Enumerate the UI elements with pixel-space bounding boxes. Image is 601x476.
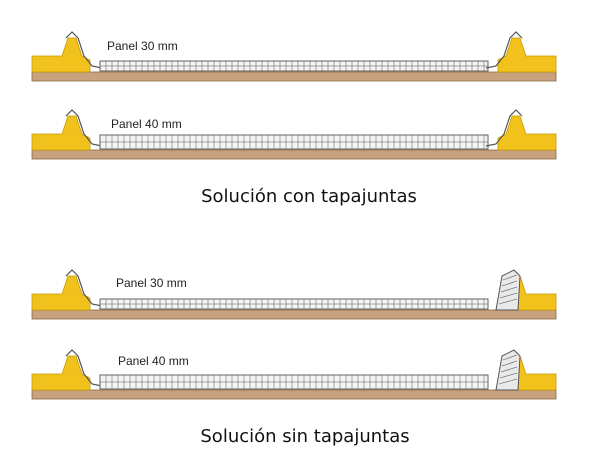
insulation-left xyxy=(31,115,91,151)
caption-sin-tapajuntas: Solución sin tapajuntas xyxy=(200,426,409,447)
ridge-flashing-left xyxy=(65,109,103,147)
filler-hatch xyxy=(501,360,518,367)
filler-hatch xyxy=(498,298,518,305)
ridge-flashing-left xyxy=(65,31,103,69)
panel-label-s1-p2: Panel 40 mm xyxy=(111,117,182,131)
detail-rows xyxy=(31,31,557,400)
substrate-strip xyxy=(31,309,557,320)
filler-hatch xyxy=(499,372,518,379)
substrate-strip xyxy=(31,149,557,160)
insulation-right xyxy=(497,37,557,73)
caption-con-tapajuntas: Solución con tapajuntas xyxy=(201,186,417,207)
insulation-left xyxy=(31,37,91,73)
insulation-left xyxy=(31,275,91,311)
filler-hatch xyxy=(499,292,518,299)
filler-hatch xyxy=(502,274,518,281)
filler-hatch xyxy=(500,286,518,293)
detail-row-4 xyxy=(31,349,557,400)
ridge-flashing-right xyxy=(485,109,523,147)
filler-hatch xyxy=(502,354,518,361)
ridge-flashing-left xyxy=(65,269,103,307)
panel-label-s2-p1: Panel 30 mm xyxy=(116,276,187,290)
ridge-flashing-right xyxy=(485,31,523,69)
detail-row-3 xyxy=(31,269,557,320)
insulation-left xyxy=(31,355,91,391)
filler-hatch xyxy=(498,378,518,385)
panel-label-s2-p2: Panel 40 mm xyxy=(118,354,189,368)
filler-hatch xyxy=(500,366,518,373)
panel-label-s1-p1: Panel 30 mm xyxy=(107,39,178,53)
insulation-right xyxy=(497,115,557,151)
substrate-strip xyxy=(31,389,557,400)
substrate-strip xyxy=(31,71,557,82)
detail-row-2 xyxy=(31,109,557,160)
ridge-flashing-left xyxy=(65,349,103,387)
detail-row-1 xyxy=(31,31,557,82)
filler-hatch xyxy=(501,280,518,287)
